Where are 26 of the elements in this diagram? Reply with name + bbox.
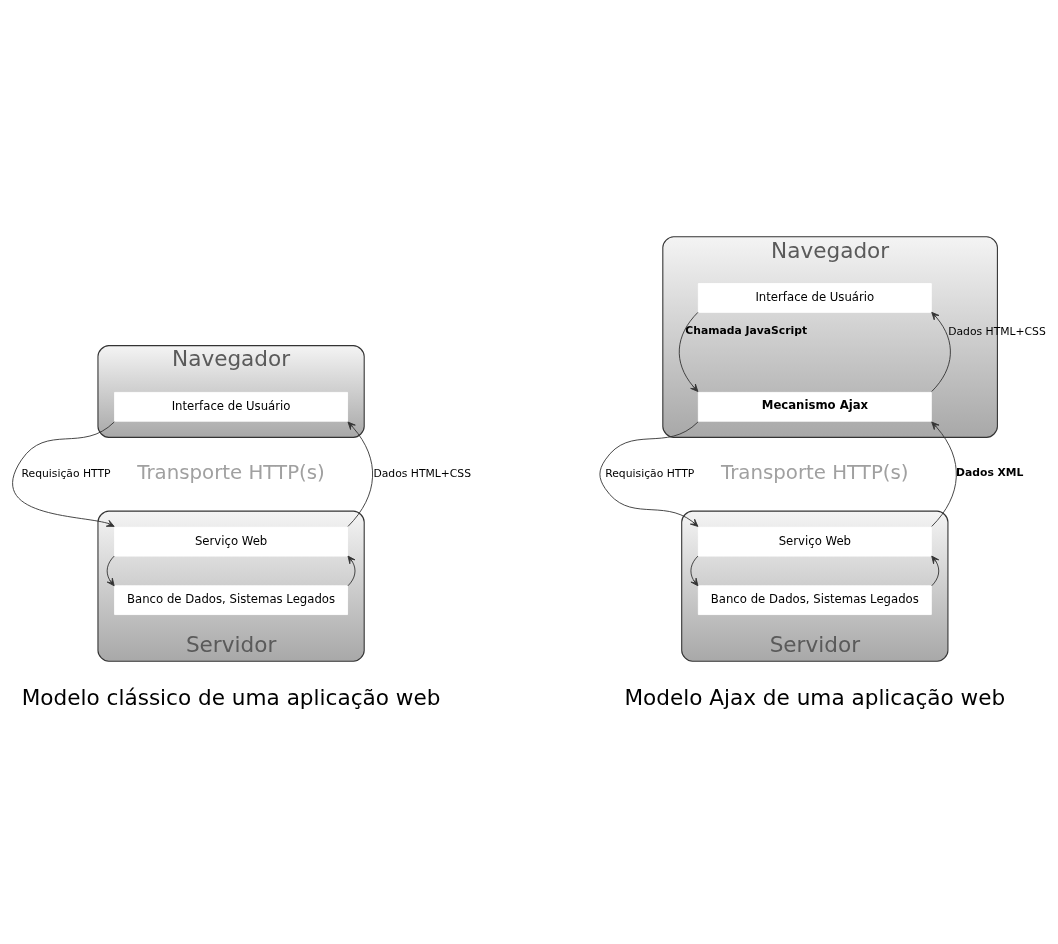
node-box: Serviço Web [697,526,932,557]
node-box: Mecanismo Ajax [697,391,932,422]
edge-label: Requisição HTTP [21,467,111,481]
label: Transporte HTTP(s) [721,461,909,485]
label: Modelo clássico de uma aplicação web [21,684,441,710]
edge-label: Requisição HTTP [605,467,695,481]
edge-label: Dados XML [956,466,1024,480]
arrow [931,555,940,587]
label: Transporte HTTP(s) [137,461,325,485]
edge-label: Chamada JavaScript [685,324,808,338]
arrow [931,421,957,527]
label: Modelo Ajax de uma aplicação web [624,684,1006,710]
node-box: Serviço Web [114,526,348,557]
node-box: Interface de Usuário [114,391,348,422]
arrow [599,421,699,527]
node-box: Interface de Usuário [697,283,932,313]
arrow [106,555,115,587]
arrow [690,555,699,587]
arrow [678,311,699,392]
node-box: Banco de Dados, Sistemas Legados [114,585,348,615]
edge-label: Dados HTML+CSS [373,467,472,481]
node-box: Banco de Dados, Sistemas Legados [697,585,932,615]
arrow [12,421,115,527]
arrow [347,555,356,587]
arrow [347,421,373,527]
arrow [931,311,951,392]
